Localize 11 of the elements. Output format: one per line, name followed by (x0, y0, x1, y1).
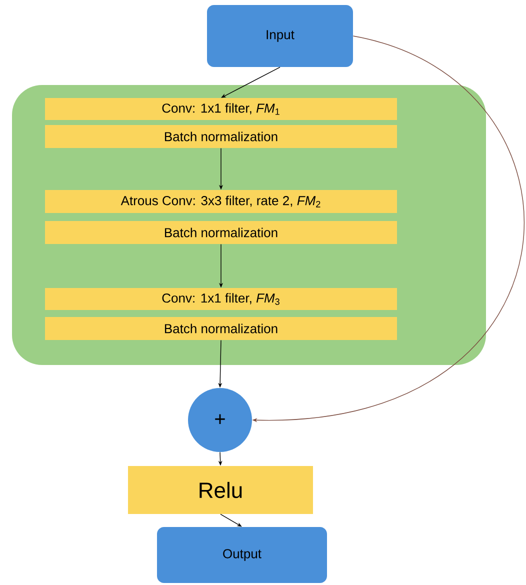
arrow (220, 514, 242, 527)
input-box: Input (207, 5, 353, 67)
relu-box: Relu (128, 466, 313, 514)
layer-bar: Batch normalization (45, 125, 397, 148)
layer-bar: Batch normalization (45, 317, 397, 340)
layer-bar: Atrous Conv: 3x3 filter, rate 2, FM$_{2}$ (45, 190, 397, 213)
output-box: Output (157, 527, 327, 583)
layer-bar: Batch normalization (45, 221, 397, 244)
arrow (221, 66, 280, 98)
layer-bar: Conv: 1x1 filter, FM$_{3}$ (45, 288, 397, 310)
layer-bar: Conv: 1x1 filter, FM$_{1}$ (45, 98, 397, 120)
